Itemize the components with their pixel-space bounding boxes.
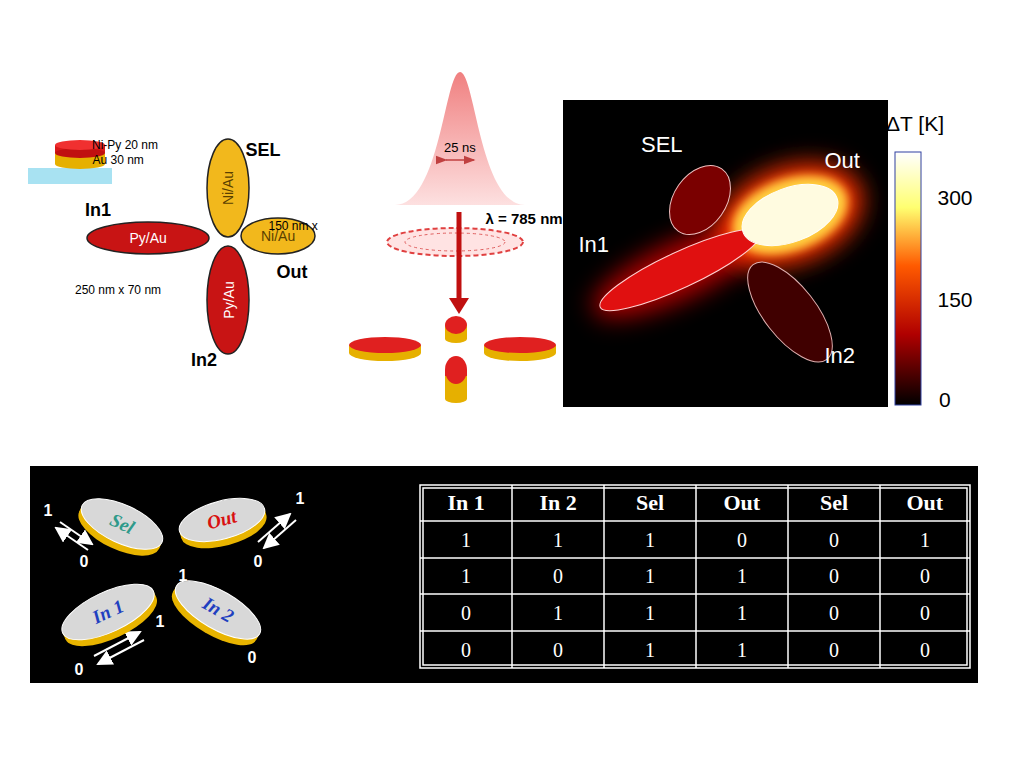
pad-body [54, 573, 164, 658]
table-cell: 1 [737, 565, 747, 588]
state-value: 0 [80, 553, 89, 571]
layer-label: Ni-Py 20 nm [92, 138, 158, 152]
colorbar-title: ΔT [K] [886, 112, 944, 136]
dimension: 150 nm x [269, 219, 318, 233]
magnet-name: In1 [85, 200, 111, 221]
magnet-name: Out [277, 262, 308, 283]
truth-table-grid [420, 485, 970, 668]
dimension: 250 nm x 70 nm [75, 283, 161, 297]
table-cell: 1 [553, 602, 563, 625]
state-value: 0 [254, 553, 263, 571]
ellipse-shape [207, 246, 249, 354]
material-label: Py/Au [130, 230, 167, 246]
layer-label: Au 30 nm [93, 153, 144, 167]
wavelength: λ = 785 nm [486, 210, 563, 227]
pad-top [54, 573, 162, 652]
table-cell: 0 [461, 639, 471, 662]
material-label: Ni/Au [220, 171, 236, 205]
table-cell: 0 [829, 565, 839, 588]
table-cell: 1 [920, 529, 930, 552]
table-cell: 1 [737, 639, 747, 662]
table-cell: 0 [920, 639, 930, 662]
table-cell: 1 [461, 565, 471, 588]
table-header: Sel [636, 490, 664, 516]
heatmap-label: In1 [579, 232, 610, 258]
table-cell: 0 [829, 639, 839, 662]
table-cell: 0 [461, 602, 471, 625]
state-value: 1 [44, 502, 53, 520]
table-cell: 1 [645, 602, 655, 625]
table-cell: 1 [645, 529, 655, 552]
laser-pulse [387, 72, 525, 314]
table-cell: 0 [920, 602, 930, 625]
nanomagnet-ellipse: SELNi/Au [206, 138, 250, 238]
table-cell: 0 [553, 565, 563, 588]
table-header: Out [907, 490, 944, 516]
pad-top [74, 488, 170, 560]
table-header: Out [724, 490, 761, 516]
colorbar-tick: 300 [938, 186, 973, 210]
pad-cross [349, 316, 556, 403]
heat-map [563, 100, 921, 407]
pad-3d: In 1 [58, 592, 158, 632]
state-value: 0 [75, 661, 84, 679]
material-label: Py/Au [220, 281, 236, 318]
table-cell: 1 [645, 565, 655, 588]
pad-3d: Out [178, 501, 266, 539]
colorbar-tick: 150 [938, 288, 973, 312]
state-value: 0 [248, 649, 257, 667]
colorbar-tick: 0 [939, 388, 951, 412]
table-header: In 1 [448, 490, 485, 516]
magnet-name: In2 [191, 350, 217, 371]
pad-3d: In 2 [170, 591, 266, 629]
ellipse-shape [87, 222, 209, 254]
magnet-name: SEL [246, 140, 281, 161]
pad-top [175, 490, 270, 549]
table-cell: 0 [737, 529, 747, 552]
ellipse-shape [207, 139, 249, 237]
table-cell: 1 [553, 529, 563, 552]
state-value: 1 [179, 567, 188, 585]
heatmap-label: In2 [825, 343, 856, 369]
table-cell: 0 [920, 565, 930, 588]
heatmap-label: Out [825, 148, 860, 174]
state-value: 1 [296, 490, 305, 508]
table-cell: 0 [553, 639, 563, 662]
table-header: Sel [820, 490, 848, 516]
nanomagnet-ellipse: In2Py/Au [206, 245, 250, 355]
table-cell: 1 [461, 529, 471, 552]
pulse-width: 25 ns [444, 140, 476, 155]
pad-body [175, 490, 272, 556]
heatmap-label: SEL [641, 132, 683, 158]
table-cell: 1 [737, 602, 747, 625]
state-arrows [56, 514, 296, 664]
table-cell: 0 [829, 602, 839, 625]
table-cell: 1 [645, 639, 655, 662]
nanomagnet-ellipse: In1Py/Au [86, 221, 210, 255]
bottom-panel [30, 466, 978, 683]
pad-3d: Sel [78, 505, 166, 543]
state-value: 1 [156, 613, 165, 631]
table-header: In 2 [540, 490, 577, 516]
table-cell: 0 [829, 529, 839, 552]
